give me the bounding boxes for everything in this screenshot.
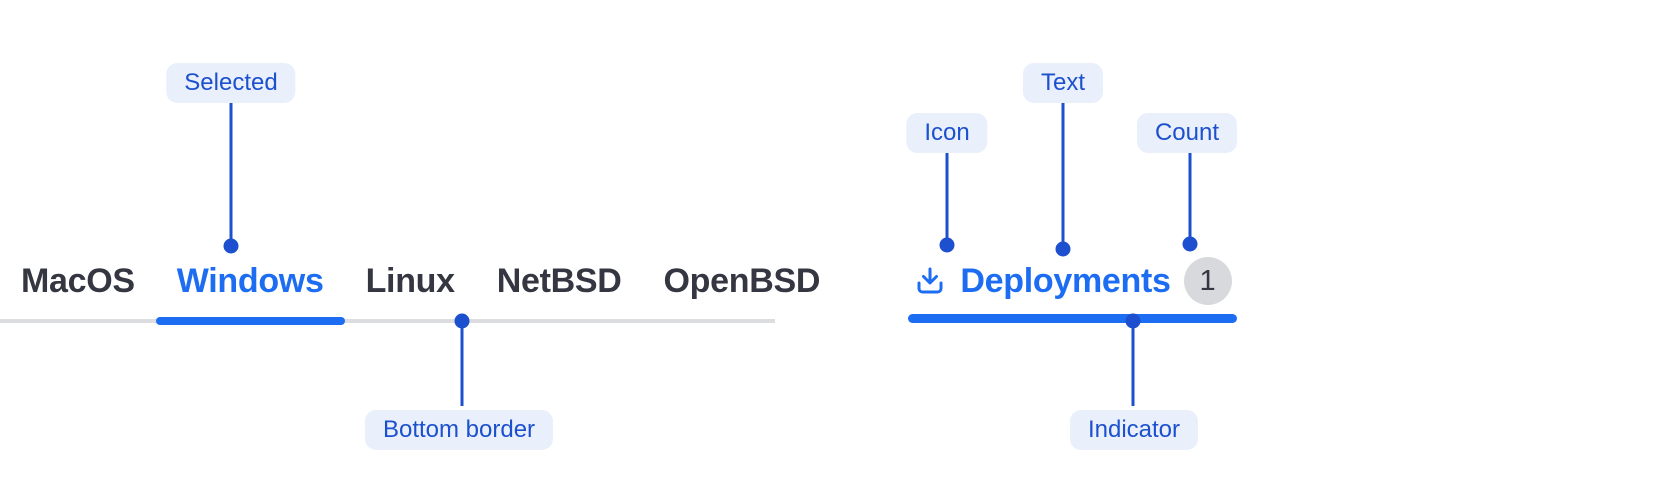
tab-deployments[interactable]: Deployments 1	[908, 257, 1237, 305]
callout-dot-selected	[223, 238, 239, 254]
callout-label-bottom-border: Bottom border	[364, 410, 554, 450]
callout-dot-text	[1055, 241, 1071, 257]
callout-line-indicator	[1131, 321, 1135, 406]
tab-windows-selected[interactable]: Windows	[155, 263, 345, 325]
selection-indicator-bar	[908, 314, 1237, 323]
tab-macos[interactable]: MacOS	[21, 262, 135, 300]
callout-label-count: Count	[1136, 113, 1238, 153]
tab-netbsd[interactable]: NetBSD	[496, 262, 622, 300]
tab-openbsd[interactable]: OpenBSD	[663, 262, 821, 300]
callout-label-text: Text	[1022, 63, 1104, 103]
count-badge: 1	[1183, 257, 1232, 305]
callout-dot-icon	[939, 237, 955, 253]
callout-label-indicator: Indicator	[1069, 410, 1199, 450]
callout-label-icon: Icon	[906, 113, 988, 153]
tab-bar: MacOS Windows Linux NetBSD OpenBSD	[0, 262, 820, 325]
callout-label-selected: Selected	[166, 63, 296, 103]
callout-line-text	[1061, 103, 1065, 245]
callout-dot-count	[1182, 236, 1198, 252]
callout-line-count	[1188, 153, 1192, 239]
callout-line-bottom-border	[460, 321, 464, 406]
tab-linux[interactable]: Linux	[365, 262, 455, 300]
download-icon	[913, 264, 947, 298]
tab-label: Deployments	[960, 262, 1171, 300]
callout-line-icon	[945, 153, 949, 240]
callout-line-selected	[229, 103, 233, 244]
